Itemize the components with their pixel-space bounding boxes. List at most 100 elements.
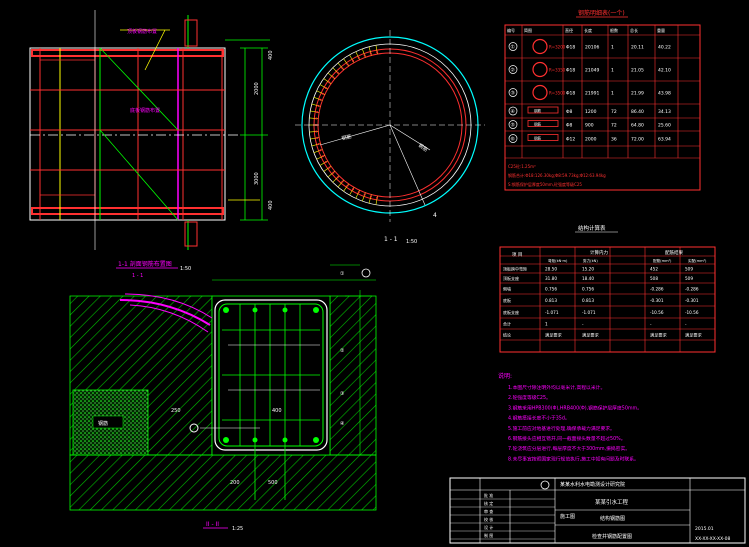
- section-tag-2: ②: [340, 348, 345, 354]
- table2-cell: 满足要求: [582, 332, 600, 339]
- table2-cell: -: [685, 322, 687, 327]
- table1-cell: 20106: [585, 45, 599, 51]
- row-number-tag: [508, 134, 518, 143]
- table2-subheader: 实配(mm²): [688, 258, 707, 263]
- table2-cell: -1.071: [582, 310, 596, 315]
- rebar-dot: [369, 195, 372, 198]
- elevation-inner-label-2: 底板钢筋布置: [130, 107, 160, 114]
- table2-cell: 452: [650, 267, 658, 272]
- table1-cell: Φ18: [566, 91, 575, 97]
- table1-cell: 72: [611, 109, 617, 115]
- elevation-dim-1: 2000: [254, 82, 260, 95]
- table1-title: 钢筋明细表(一个): [578, 9, 625, 17]
- rebar-dot: [319, 149, 322, 152]
- rebar-dot: [352, 59, 354, 62]
- table2-cell: 509: [685, 276, 693, 281]
- table2-cell: 0.756: [582, 287, 594, 292]
- rebar-dot: [352, 188, 354, 191]
- tb-drawing-no: XX-XX-XX-XX-08: [695, 536, 730, 542]
- elevation-scale: 1:50: [180, 266, 191, 272]
- note-line: 1.本图尺寸除注明外均以毫米计,高程以米计。: [508, 384, 605, 391]
- rebar-dot: [324, 161, 327, 163]
- rebar-dot: [317, 104, 320, 107]
- table2-subheader: 剪力(kN): [583, 258, 598, 263]
- table1-cell: Φ12: [566, 137, 575, 143]
- section-label: II - II: [206, 521, 219, 528]
- table1-cell: 86.40: [631, 109, 644, 115]
- table1-header: 总长: [630, 27, 638, 33]
- table1-cell: 21049: [585, 68, 599, 74]
- rebar-dot: [363, 193, 366, 196]
- table2-cell: 满足要求: [685, 332, 703, 339]
- table2-cell: 1: [545, 322, 548, 327]
- rebar-dot: [346, 184, 349, 187]
- tb-stage: 施工图: [560, 513, 575, 520]
- table2-cell: 31.80: [545, 276, 557, 281]
- tb-project: 某某引水工程: [595, 498, 629, 506]
- table2-cell: 满足要求: [545, 332, 563, 339]
- plan-leader-text-2: 钢筋: [417, 142, 429, 153]
- rebar-dot: [315, 117, 318, 120]
- table2-group-header: 配筋结果: [665, 249, 683, 256]
- ring-rebar-shape: [532, 38, 548, 55]
- table1-cell: 42.10: [658, 68, 671, 74]
- rebar-dot: [321, 92, 324, 95]
- section-side-1: 250: [171, 408, 181, 414]
- title-block: 批 准核 定审 查校 核设 计制 图 某某水利水电勘测设计研究院 某某引水工程 …: [449, 477, 746, 544]
- table1-header: 编号: [507, 27, 515, 33]
- table1-cell: 72.00: [631, 137, 644, 143]
- elevation-dim-2: 3000: [254, 172, 260, 185]
- note-line: 8.未尽事宜按照国家现行规范执行,施工中如有问题及时联系。: [508, 455, 639, 462]
- table1-header: 直径: [565, 27, 573, 33]
- table1-cell: 1: [611, 91, 614, 97]
- tb-role: 制 图: [484, 532, 493, 538]
- note-line: 2.砼强度等级C25。: [508, 394, 551, 401]
- table1-cell: 1: [611, 68, 614, 74]
- table2-row-label: 底板: [503, 297, 511, 303]
- rebar-dot: [328, 81, 331, 84]
- table1-cell: Φ18: [566, 45, 575, 51]
- rebar-dot: [316, 136, 319, 139]
- elevation-view: 顶板钢筋布置 底板钢筋布置 2000 3000 400 400 1-1 剖面钢筋…: [29, 10, 274, 279]
- table2-cell: -1.071: [545, 310, 559, 315]
- note-line: 7.砼浇筑应分层进行,每层厚度不大于300mm,振捣密实。: [508, 445, 630, 452]
- table2-row-label: 顶板支座: [503, 275, 519, 281]
- table1-cell-shape: 钢筋: [534, 108, 542, 113]
- general-notes: 说明: 1.本图尺寸除注明外均以毫米计,高程以米计。 2.砼强度等级C25。 3.钢…: [498, 372, 642, 462]
- table1-cell-shape: R=3500: [549, 91, 566, 96]
- table1-cell: 1: [611, 45, 614, 51]
- note-line: 6.钢筋接头应相互错开,同一截面接头数量不超过50%。: [508, 435, 626, 442]
- table1-header: 简图: [524, 27, 532, 33]
- table2-cell: -0.301: [685, 298, 699, 303]
- table2-cell: 0.813: [545, 298, 557, 303]
- table1-cell-num: ①: [511, 45, 516, 51]
- table2-cell: 509: [685, 267, 693, 272]
- table1-cell: 20.11: [631, 45, 644, 51]
- tb-role: 校 核: [484, 516, 493, 522]
- note-line: 5.施工前应对地基进行处理,确保承载力满足要求。: [508, 425, 615, 432]
- note-line: 3.钢筋采用HPB300(Φ),HRB400(Φ),钢筋保护层厚度50mm。: [508, 404, 642, 411]
- section-view: 钢筋 ① ②: [69, 264, 377, 532]
- elevation-side-label: 1 - 1: [132, 273, 143, 279]
- table2-subheader: 配筋(mm²): [653, 258, 672, 263]
- tb-date: 2015.01: [695, 526, 714, 532]
- rebar-dot: [376, 51, 379, 54]
- straight-rebar-shape: [527, 134, 559, 141]
- table1-cell: 2000: [585, 137, 597, 143]
- table1-cell: 21.05: [631, 68, 644, 74]
- rebar-dot: [357, 191, 360, 194]
- tb-role: 审 查: [484, 508, 493, 514]
- plan-label: 1 - 1: [384, 236, 398, 243]
- straight-rebar-shape: [527, 106, 559, 114]
- table1-cell: Φ8: [566, 123, 573, 129]
- ring-rebar-shape: [532, 61, 548, 78]
- table1-cell: 21.99: [631, 91, 644, 97]
- section-side-2: 400: [272, 408, 282, 414]
- section-tag-1: ①: [340, 271, 345, 277]
- table2-cell: -0.301: [650, 298, 664, 303]
- table1-note: 钢筋合计:Φ18:126.30kg;Φ8:59.73kg;Φ12:63.94kg: [508, 172, 606, 178]
- svg-text:4: 4: [433, 212, 437, 219]
- notes-title: 说明:: [498, 372, 512, 380]
- table2-group-header: 计算内力: [590, 249, 608, 256]
